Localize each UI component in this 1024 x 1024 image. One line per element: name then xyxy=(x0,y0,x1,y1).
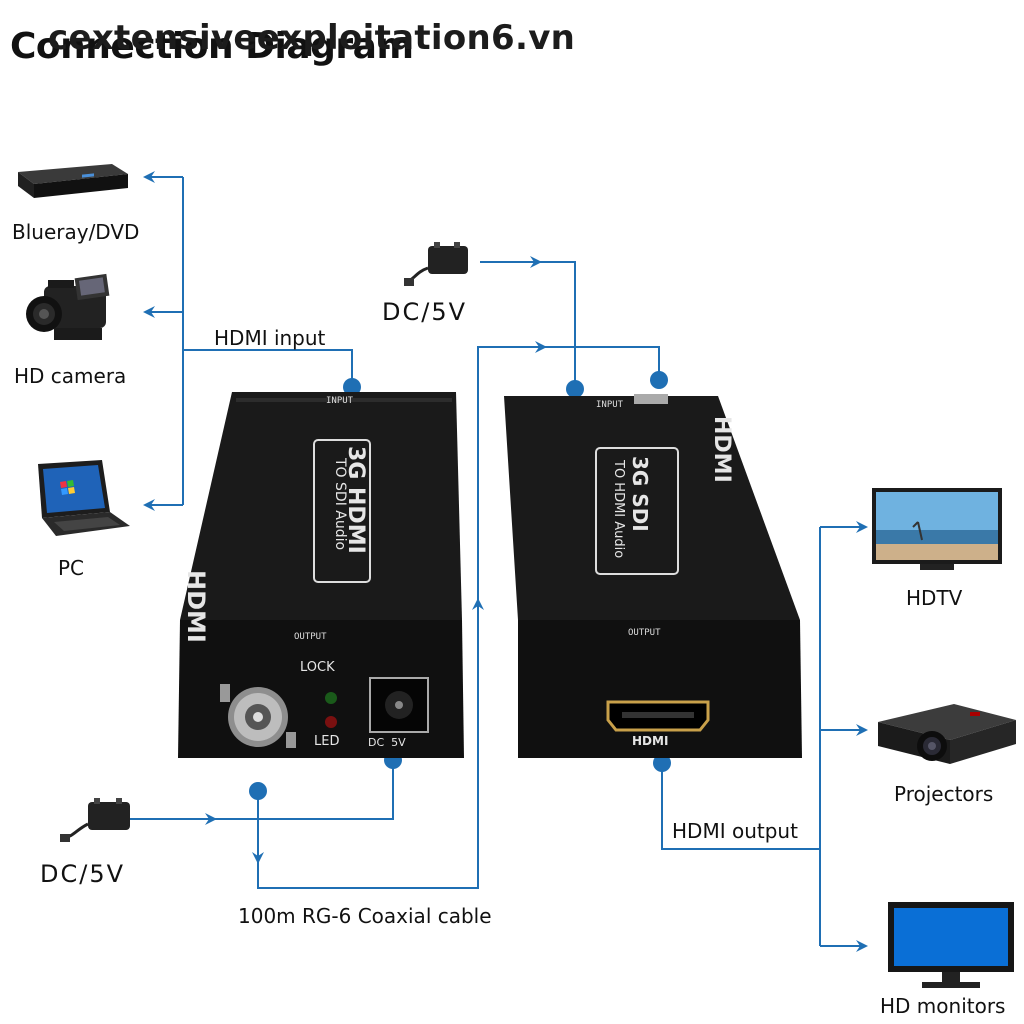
projector-icon xyxy=(878,704,1016,764)
source-label-bluray: Blueray/DVD xyxy=(12,220,140,244)
diagram-title: Connection Diagram xyxy=(10,26,414,67)
hdmi-port-label: HDMI xyxy=(632,734,669,748)
source-label-pc: PC xyxy=(58,556,85,580)
bnc-dot xyxy=(249,782,267,800)
input-dot-left xyxy=(343,378,361,396)
monitor-icon xyxy=(888,902,1014,988)
right-brand-logo: HDMI xyxy=(709,416,734,483)
output-label-monitors: HD monitors xyxy=(880,994,1006,1018)
hdmi-out-dot xyxy=(653,754,671,772)
dc-jack-label: DC 5V xyxy=(368,736,406,749)
right-input-port-label: INPUT xyxy=(596,400,624,410)
lock-led-label: LOCK xyxy=(300,660,335,675)
output-label-projectors: Projectors xyxy=(894,782,994,806)
source-label-camera: HD camera xyxy=(14,364,127,388)
power-label-right: DC/5V xyxy=(382,298,468,326)
power-adapter-icon xyxy=(60,798,130,842)
left-input-port-label: INPUT xyxy=(326,396,354,406)
power-adapter-icon xyxy=(404,242,468,286)
tv-icon xyxy=(872,488,1002,570)
laptop-icon xyxy=(38,460,130,536)
video-camera-icon xyxy=(26,273,110,340)
power-label-left: DC/5V xyxy=(40,860,126,888)
left-model-line2: TO SDI Audio xyxy=(332,458,348,551)
hdmi-input-label: HDMI input xyxy=(214,326,326,350)
hdmi-to-sdi-converter: INPUT HDMI 3G HDMI TO SDI Audio OUTPUT L… xyxy=(176,392,466,758)
left-output-port-label: OUTPUT xyxy=(294,632,327,642)
right-model-line2: TO HDMI Audio xyxy=(611,460,626,559)
left-brand-logo: HDMI xyxy=(182,570,210,643)
bluray-player-icon xyxy=(18,164,128,198)
output-label-hdtv: HDTV xyxy=(906,586,963,610)
hdmi-output-label: HDMI output xyxy=(672,819,798,843)
right-output-port-label: OUTPUT xyxy=(628,628,661,638)
right-model-line1: 3G SDI xyxy=(628,456,652,532)
watermark: cextensiveexploitation6.vn xyxy=(48,18,576,58)
input-dot-right-power xyxy=(566,380,584,398)
input-dot-right-sdi xyxy=(650,371,668,389)
coax-cable-label: 100m RG-6 Coaxial cable xyxy=(238,904,492,928)
sdi-to-hdmi-converter: INPUT HDMI 3G SDI TO HDMI Audio OUTPUT H… xyxy=(504,394,804,760)
power-led-label: LED xyxy=(314,734,340,749)
